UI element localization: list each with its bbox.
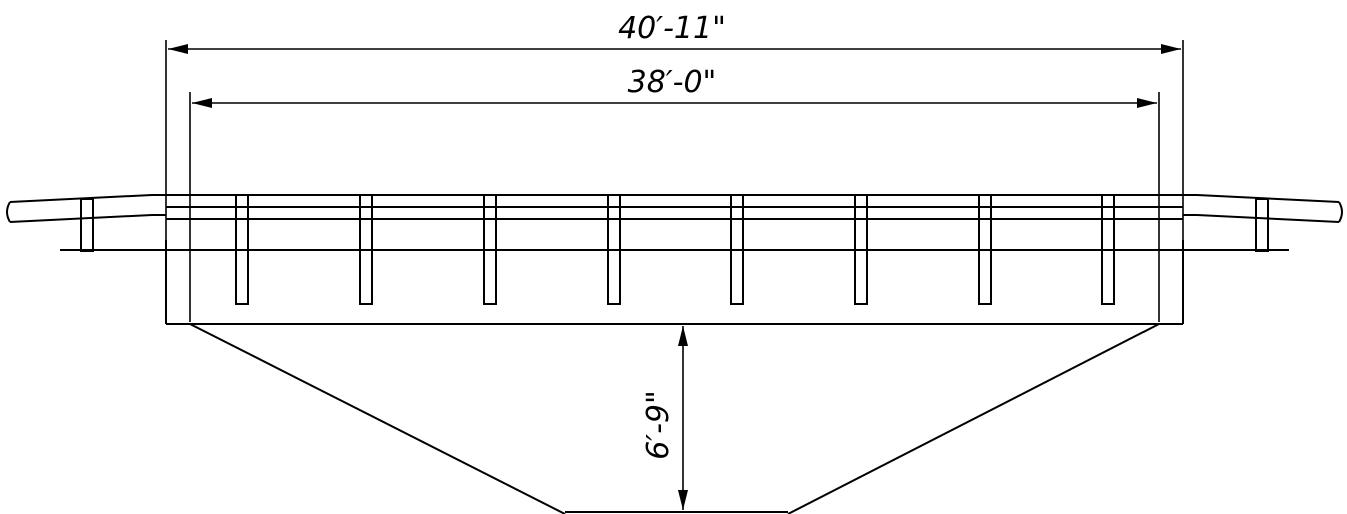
channel-section (189, 323, 1160, 514)
bridge-deck (165, 240, 1184, 325)
railing-post (483, 194, 497, 305)
railing-post (854, 194, 868, 305)
railing-post (607, 194, 621, 305)
railing-post (730, 194, 744, 305)
railing-post (359, 194, 373, 305)
depth-dimension: 6′-9" (641, 326, 688, 510)
depth-label: 6′-9" (641, 390, 676, 460)
railing-post (235, 194, 249, 305)
approach-rail-right (1183, 194, 1343, 252)
approach-rail-left (6, 194, 166, 252)
railing-posts (235, 194, 1115, 305)
overall-width-dimension: 40′-11" (165, 11, 1184, 240)
railing-post (978, 194, 992, 305)
railing-post (1101, 194, 1115, 305)
overall-width-label: 40′-11" (618, 11, 726, 46)
clear-width-label: 38′-0" (628, 65, 717, 100)
bridge-railing (166, 194, 1183, 251)
clear-width-dimension: 38′-0" (189, 65, 1160, 322)
